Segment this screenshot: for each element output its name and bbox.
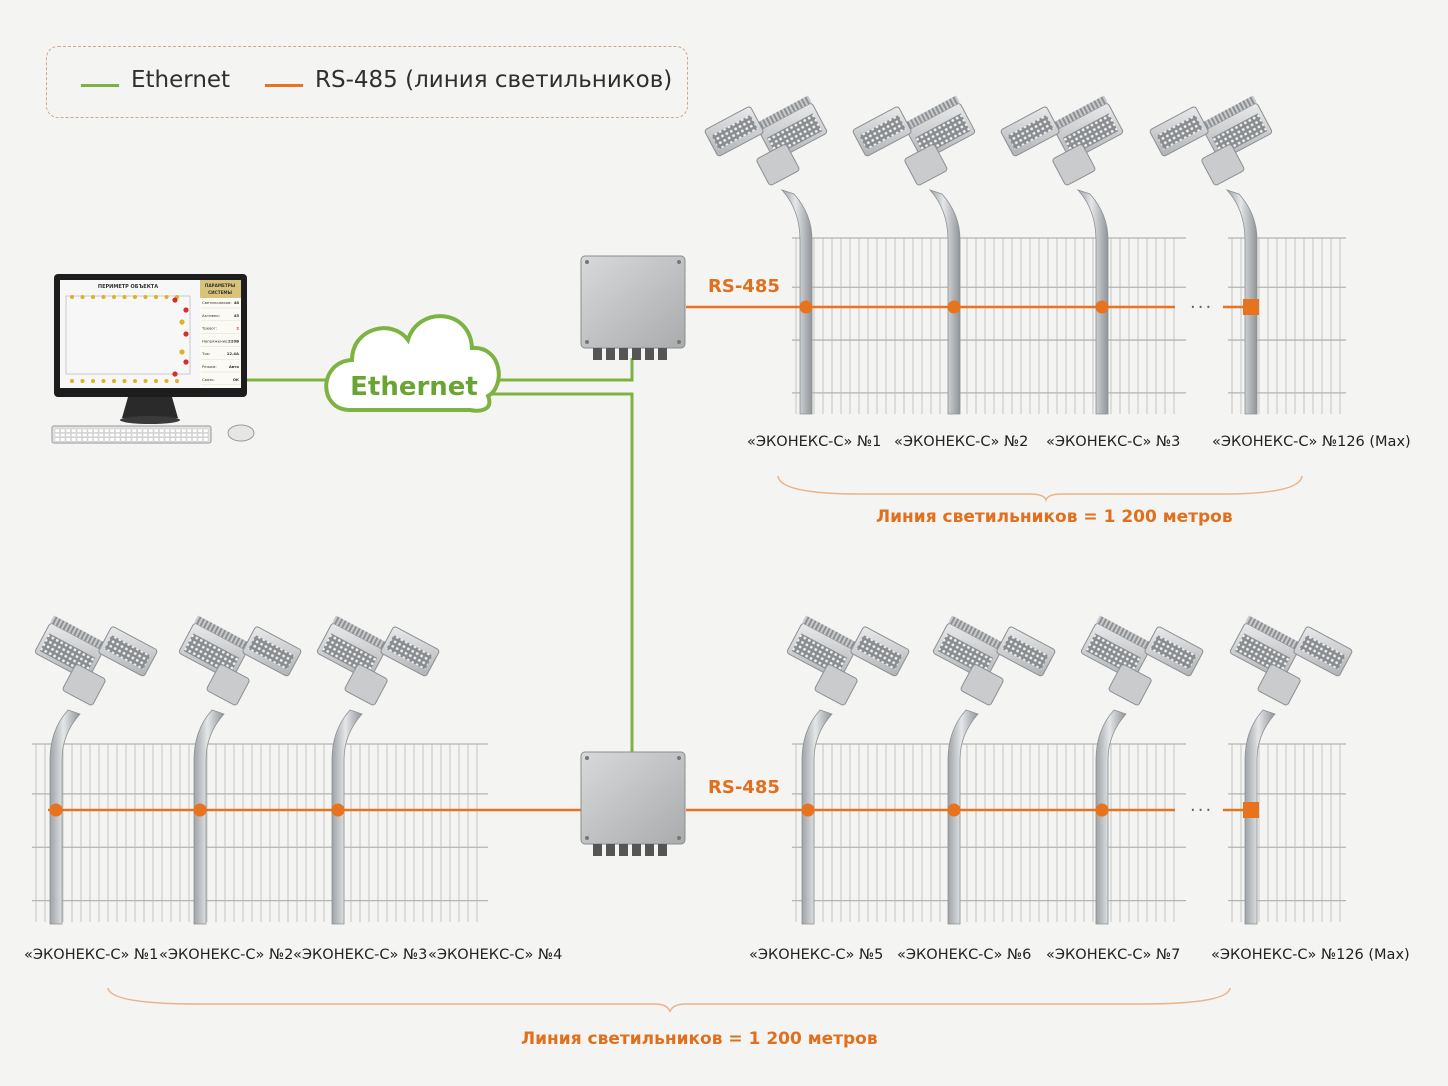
top-line-length: Линия светильников = 1 200 метров <box>876 507 1233 527</box>
fence-bottom-right <box>792 743 1346 922</box>
ethernet-link-bottom-box <box>492 392 634 752</box>
bottom-lamp-label-5: «ЭКОНЕКС-С» №5 <box>749 947 884 963</box>
bottom-lamp-label-2: «ЭКОНЕКС-С» №2 <box>159 947 294 963</box>
ellipsis-top: ... <box>1190 292 1214 313</box>
svg-text:Тревог:: Тревог: <box>201 326 217 331</box>
rs485-legend-label: RS-485 (линия светильников) <box>315 67 673 93</box>
junction-box-top <box>580 255 686 360</box>
svg-text:Светильников:: Светильников: <box>202 300 232 305</box>
svg-text:Ток:: Ток: <box>201 351 210 356</box>
bottom-lamp-label-4: «ЭКОНЕКС-С» №4 <box>428 947 563 963</box>
cloud-label: Ethernet <box>350 372 478 402</box>
top-lamp-label-3: «ЭКОНЕКС-С» №3 <box>1046 434 1181 450</box>
svg-text:Связь:: Связь: <box>202 377 215 382</box>
svg-text:220В: 220В <box>228 338 239 343</box>
monitor-icon <box>51 274 255 444</box>
length-brace-bottom <box>107 987 1231 1013</box>
svg-text:12.4А: 12.4А <box>227 351 239 356</box>
length-brace-top <box>777 475 1303 503</box>
monitor-perimeter-markers <box>70 295 189 383</box>
svg-text:Авто: Авто <box>229 364 240 369</box>
monitor-panel-title-1: ПАРАМЕТРЫ <box>205 283 235 288</box>
svg-text:Напряжение:: Напряжение: <box>202 338 229 343</box>
bottom-line-length: Линия светильников = 1 200 метров <box>521 1029 878 1049</box>
top-lamp-label-126: «ЭКОНЕКС-С» №126 (Max) <box>1212 434 1411 450</box>
rs485-nodes <box>49 299 1259 818</box>
ethernet-legend-swatch <box>81 84 119 87</box>
bottom-lamp-label-7: «ЭКОНЕКС-С» №7 <box>1046 947 1181 963</box>
ethernet-link-top-box <box>492 358 634 382</box>
fence-top <box>792 237 1346 414</box>
ellipsis-bottom: ... <box>1190 795 1214 816</box>
bottom-lamp-label-1: «ЭКОНЕКС-С» №1 <box>24 947 159 963</box>
bottom-lamp-label-3: «ЭКОНЕКС-С» №3 <box>293 947 428 963</box>
cloud-icon <box>324 314 501 413</box>
svg-text:2: 2 <box>236 326 239 331</box>
top-lamp-label-1: «ЭКОНЕКС-С» №1 <box>747 434 882 450</box>
bottom-lamp-label-126: «ЭКОНЕКС-С» №126 (Max) <box>1211 947 1410 963</box>
rs485-legend-swatch <box>265 84 303 87</box>
monitor-panel-title-2: СИСТЕМЫ <box>208 290 232 295</box>
svg-text:45: 45 <box>234 313 240 318</box>
top-lamp-label-2: «ЭКОНЕКС-С» №2 <box>894 434 1029 450</box>
rs485-label-bottom: RS-485 <box>708 777 780 798</box>
svg-text:Режим:: Режим: <box>202 364 217 369</box>
junction-box-bottom <box>580 751 686 856</box>
ethernet-links <box>246 358 634 752</box>
monitor-screen-title: ПЕРИМЕТР ОБЪЕКТА <box>98 284 158 290</box>
ethernet-legend-label: Ethernet <box>131 67 231 93</box>
fence-bottom-left <box>32 743 488 922</box>
svg-text:Активно:: Активно: <box>202 313 220 318</box>
rs485-label-top: RS-485 <box>708 276 780 297</box>
bottom-lamp-label-6: «ЭКОНЕКС-С» №6 <box>897 947 1032 963</box>
legend: Ethernet RS-485 (линия светильников) <box>46 46 688 118</box>
svg-text:48: 48 <box>234 300 240 305</box>
svg-text:OK: OK <box>233 377 240 382</box>
poles <box>34 95 1353 925</box>
